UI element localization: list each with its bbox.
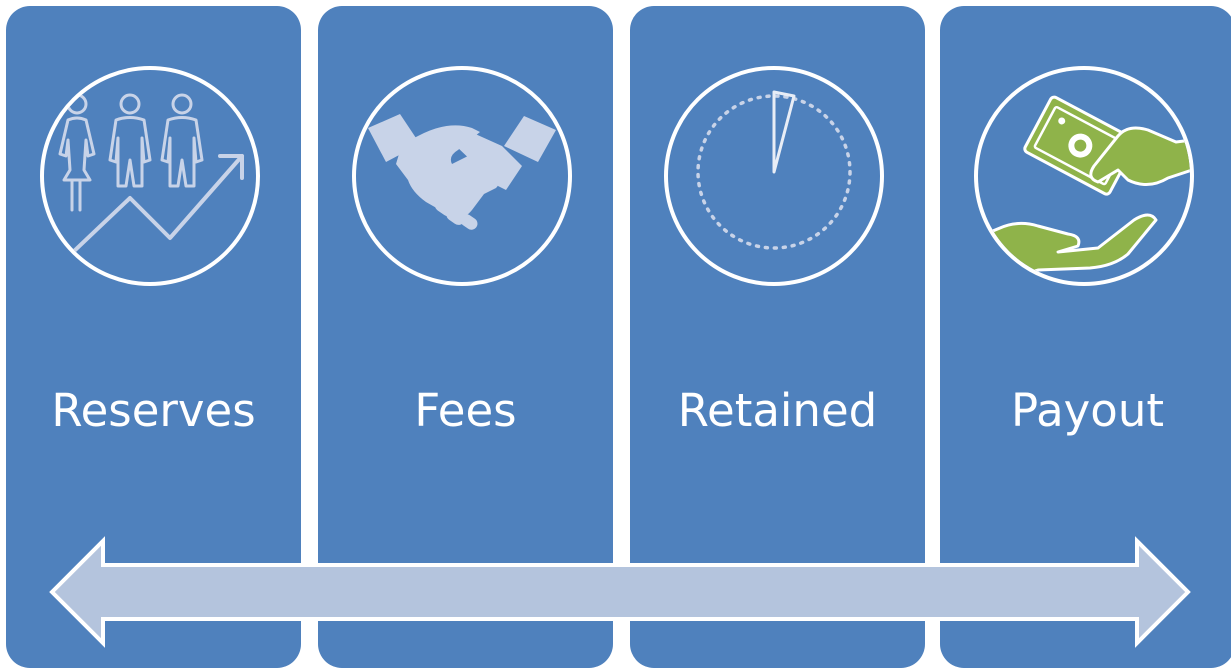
retained-icon-circle bbox=[664, 66, 884, 286]
stage-label-payout: Payout bbox=[1010, 384, 1165, 437]
people-growth-icon bbox=[50, 93, 244, 274]
stage-panel-reserves: Reserves bbox=[6, 6, 301, 668]
stage-panel-retained: Retained bbox=[630, 6, 925, 668]
fees-icon-circle bbox=[352, 66, 572, 286]
stage-label-retained: Retained bbox=[677, 384, 878, 437]
reserves-icon-circle bbox=[40, 66, 260, 286]
stage-panel-payout: Payout bbox=[940, 6, 1231, 668]
money-hands-icon bbox=[978, 70, 1190, 282]
stage-panel-fees: Fees bbox=[318, 6, 613, 668]
timer-icon bbox=[696, 90, 852, 250]
stage-label-reserves: Reserves bbox=[51, 384, 256, 437]
handshake-icon bbox=[368, 114, 556, 230]
stage-label-fees: Fees bbox=[414, 384, 517, 437]
payout-icon-circle bbox=[974, 66, 1194, 286]
